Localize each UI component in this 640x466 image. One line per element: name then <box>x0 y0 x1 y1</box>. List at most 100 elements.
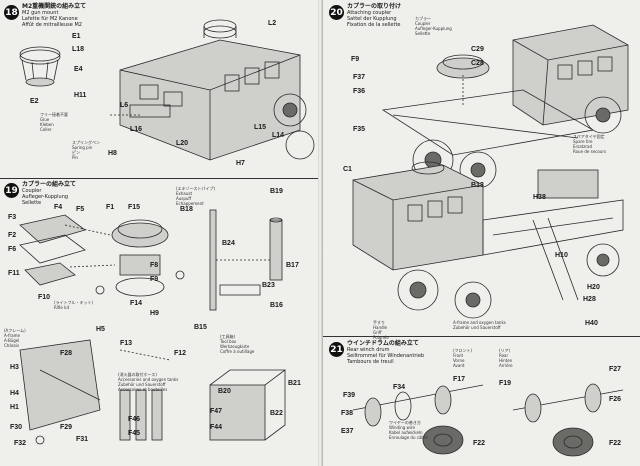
label-H8: H8 <box>108 150 117 157</box>
rifle-kit-notes: (ライトフル・キット) Rifle kit <box>54 300 93 310</box>
step-21-title-fr: Tambours de treuil <box>347 359 394 365</box>
label-E37: E37 <box>341 428 354 435</box>
note-winding-en: Winding wire <box>389 425 415 430</box>
step-20-heading: カプラーの取り付け Attaching coupler Sattel der K… <box>347 3 402 29</box>
step-18-title-jp: M2重機関銃の組み立て <box>22 3 87 10</box>
label-E1: E1 <box>72 33 81 40</box>
label-B13: B13 <box>471 182 484 189</box>
label-H28: H28 <box>583 296 596 303</box>
note-toolbox-jp: (工具箱) <box>220 334 236 339</box>
note-jp-spring: スプリングペン <box>72 140 100 145</box>
note-coupler-en: Coupler <box>415 21 431 26</box>
label-H1: H1 <box>10 404 19 411</box>
step-19-title-fr: Sellette <box>22 200 42 206</box>
gun-ring-drawing <box>19 46 61 87</box>
step-20-title-jp: カプラーの取り付け <box>347 3 402 10</box>
label-F13: F13 <box>120 340 133 347</box>
label-B21: B21 <box>288 380 301 387</box>
note-handle-jp: 手すり <box>373 320 385 325</box>
label-F34: F34 <box>393 384 406 391</box>
step-20-title-fr: Fixation de la sellette <box>347 22 401 28</box>
label-F9-r: F9 <box>351 56 360 63</box>
left-page: 18 M2重機関銃の組み立て M2 gun mount Lafette für … <box>0 0 319 466</box>
label-H9: H9 <box>150 310 159 317</box>
label-F36: F36 <box>353 88 366 95</box>
step-21-title-jp: ウインチドラムの組み立て <box>347 340 419 347</box>
label-F37: F37 <box>353 74 366 81</box>
label-H5: H5 <box>96 326 105 333</box>
tanks-notes: (消火器の取付ホース) Accessories and oxygen tanks… <box>118 372 178 392</box>
note-aframe-oxygen: A-frame and oxygen tanks <box>453 320 506 325</box>
handle-callout: 手すり Handle Griff Poignée <box>373 320 389 340</box>
note-tanks-jp: (消火器の取付ホース) <box>118 372 157 377</box>
note-tanks-de: Zubehör und Sauerstoff <box>118 382 166 387</box>
note-coupler-de: Aufleger-Kupplung <box>415 26 452 31</box>
spare-tire-callout: スペアタイヤ固定 Spare tire Ersatzrad Roue de se… <box>573 134 606 154</box>
note-abugel: A-Bügel <box>4 338 20 343</box>
note-rear-fr: Arrière <box>499 363 513 368</box>
note-spare-jp: スペアタイヤ固定 <box>573 134 605 139</box>
label-B23: B23 <box>262 282 275 289</box>
label-B24: B24 <box>222 240 235 247</box>
label-F4: F4 <box>54 204 63 211</box>
label-E4: E4 <box>74 66 83 73</box>
note-coller: Coller <box>40 127 52 132</box>
label-B18: B18 <box>180 206 193 213</box>
coupler-callout: カプラー Coupler Aufleger-Kupplung Sellette <box>415 16 452 36</box>
note-rear-en: Rear <box>499 353 509 358</box>
label-L2: L2 <box>268 20 277 27</box>
aframe-notes: (Aフレーム) A-frame A-Bügel Châssis <box>4 328 26 348</box>
label-F32: F32 <box>14 440 27 447</box>
note-winding-de: Kabel aufwickeln <box>389 430 423 435</box>
toolbox-notes: (工具箱) Tool box Werkzeugkiste Coffre à ou… <box>220 334 254 354</box>
label-B15: B15 <box>194 324 207 331</box>
label-F26: F26 <box>609 396 622 403</box>
step-21-heading: ウインチドラムの組み立て Rear winch drum Seiltrommel… <box>347 340 424 366</box>
label-F31: F31 <box>76 436 89 443</box>
step-19-number: 19 <box>4 183 19 198</box>
label-F5: F5 <box>76 206 85 213</box>
label-F3: F3 <box>8 214 17 221</box>
note-auspuff: Auspuff <box>176 196 192 201</box>
label-F11: F11 <box>8 270 20 277</box>
label-H10: H10 <box>555 252 568 259</box>
label-F22: F22 <box>473 440 486 447</box>
note-pin: Pin <box>72 155 78 160</box>
note-rear-de: Hinten <box>499 358 513 363</box>
note-handle-fr: Poignée <box>373 335 389 340</box>
step-18-heading: M2重機関銃の組み立て M2 gun mount Lafette für M2 … <box>22 3 87 29</box>
label-F1: F1 <box>106 204 115 211</box>
coupler-parts-drawing <box>19 214 185 297</box>
step-19-title-en: Coupler <box>22 188 42 194</box>
front-callout: (フロント) Front Vorne Avant <box>453 348 472 368</box>
label-F29: F29 <box>60 424 73 431</box>
step-19-title-jp: カプラーの組み立て <box>22 181 77 188</box>
note-handle-de: Griff <box>373 330 382 335</box>
note-front-en: Front <box>453 353 464 358</box>
note-winding-jp: ワイヤーの巻き方 <box>389 420 421 425</box>
step-20-chassis-drawing <box>381 24 629 189</box>
note-toolbox: Tool box <box>220 339 237 344</box>
note-jp-glue: フリー接着不要 <box>40 112 68 117</box>
exhaust-notes: (エキゾーストパイプ) Exhaust Auspuff Echappement <box>176 186 215 206</box>
note-winding-fr: Enroulage du câble <box>389 435 428 440</box>
step-20-number: 20 <box>329 5 344 20</box>
note-rifle-jp: (ライトフル・キット) <box>54 300 94 305</box>
label-H38: H38 <box>533 194 546 201</box>
note-rear-jp: (リア) <box>499 348 511 353</box>
label-B22: B22 <box>270 410 283 417</box>
label-F12: F12 <box>174 350 187 357</box>
note-rifle: Rifle kit <box>54 305 70 310</box>
label-B20: B20 <box>218 388 231 395</box>
page-gutter <box>318 0 322 466</box>
label-C1: C1 <box>343 166 352 173</box>
label-F17: F17 <box>453 376 466 383</box>
note-front-de: Vorne <box>453 358 465 363</box>
step-18-number: 18 <box>4 5 19 20</box>
step-20-title-de: Sattel der Kupplung <box>347 16 397 22</box>
label-F9: F9 <box>150 276 159 283</box>
label-F8: F8 <box>150 262 159 269</box>
note-exhaust: Exhaust <box>176 191 193 196</box>
exhaust-drawing <box>209 209 283 311</box>
